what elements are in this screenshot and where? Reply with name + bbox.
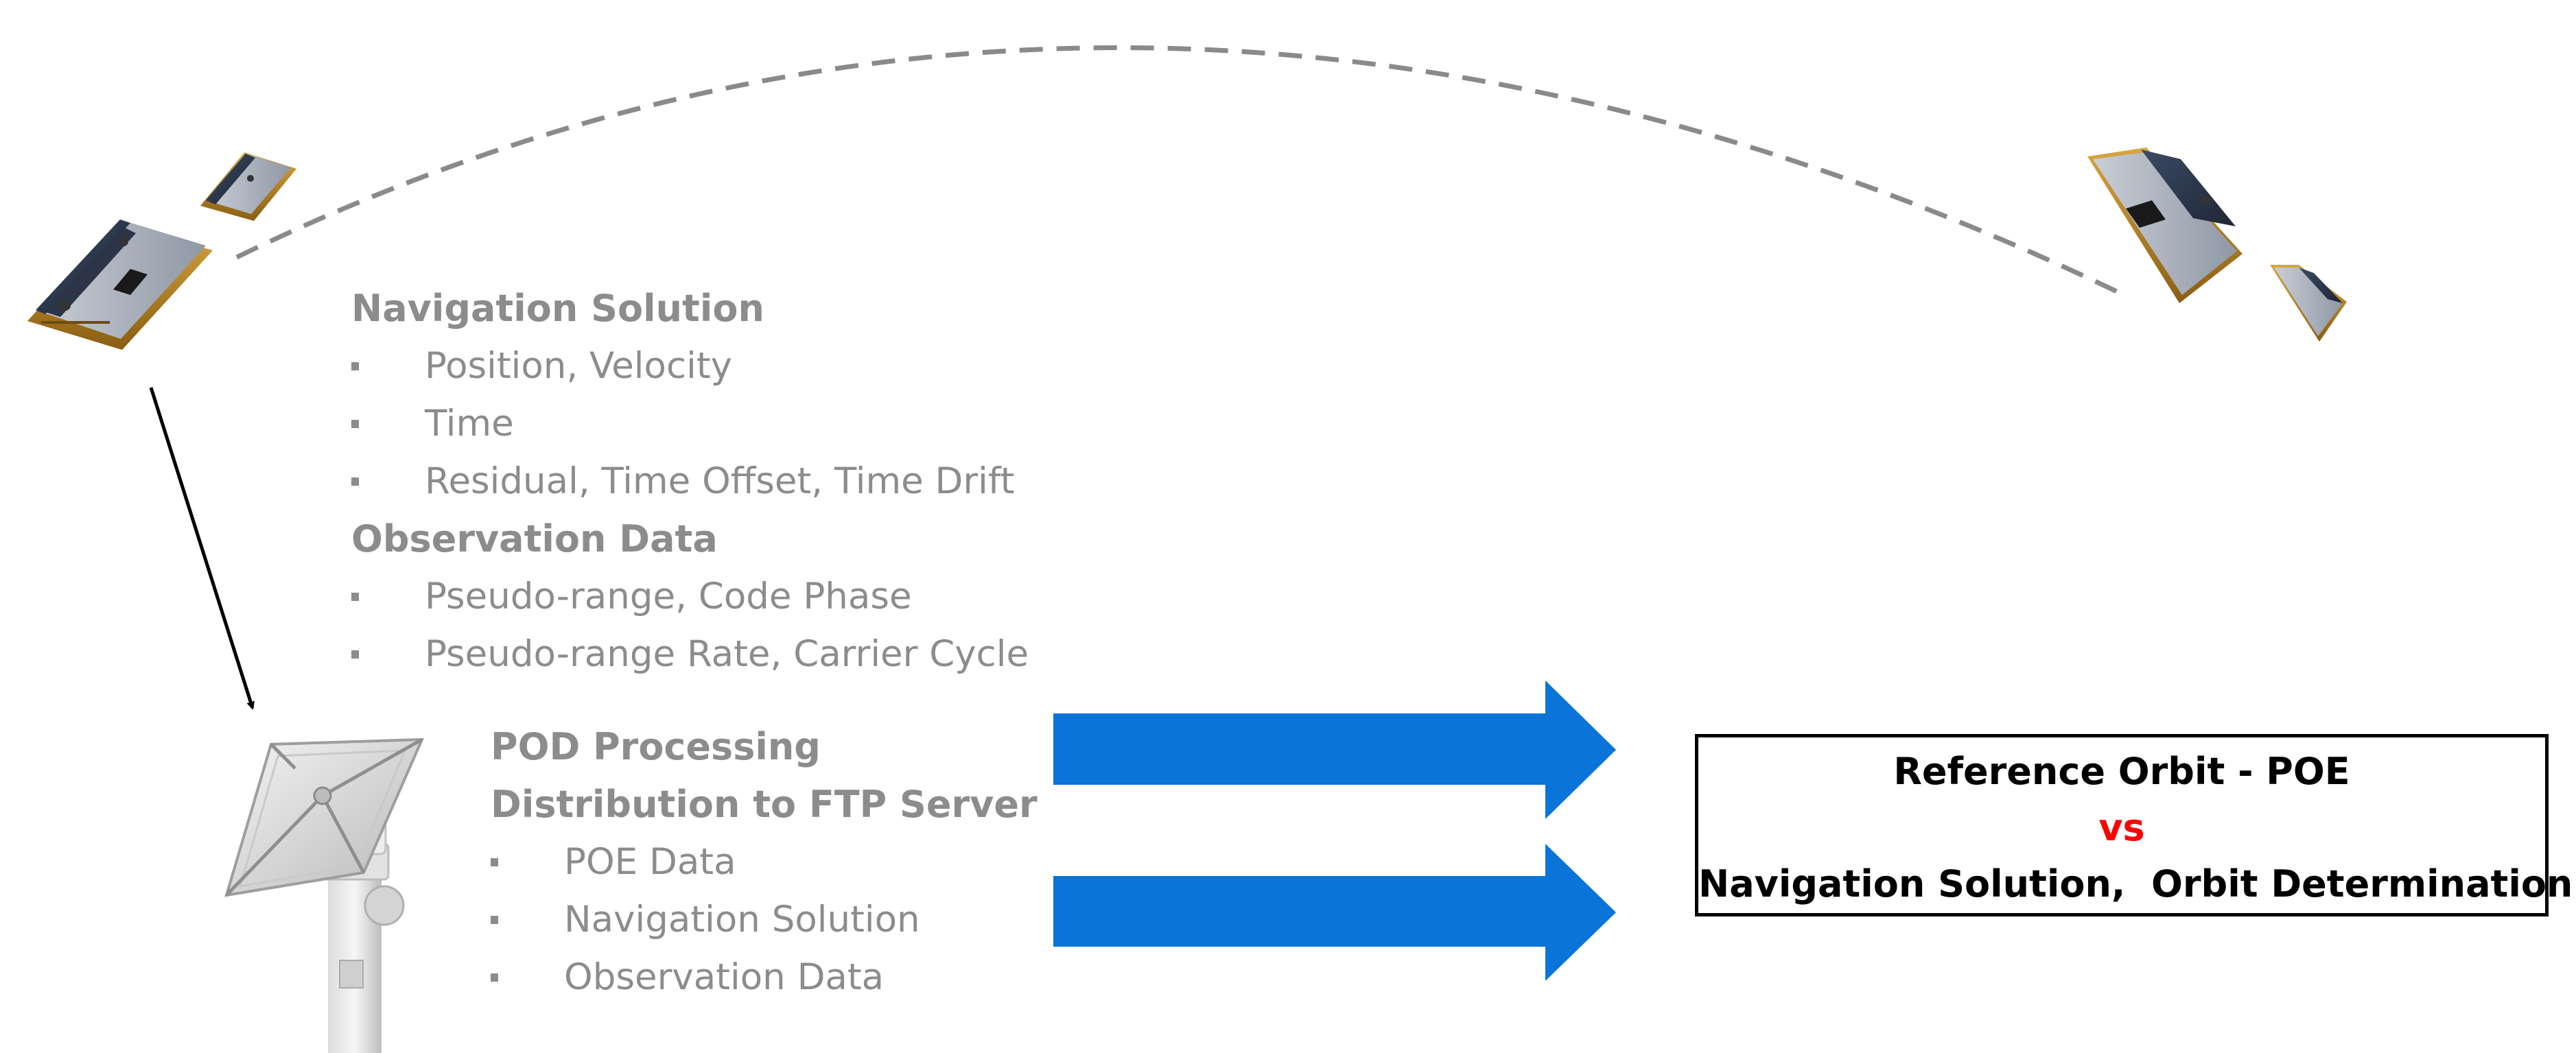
bullet-icon <box>491 973 498 982</box>
flow-arrow-bottom <box>1053 844 1616 981</box>
flow-arrow-top <box>1053 681 1616 819</box>
comparison-result-box: Reference Orbit - POE vs Navigation Solu… <box>1695 734 2573 916</box>
list-item: Time <box>351 395 764 453</box>
list-item: Position, Velocity <box>351 338 764 395</box>
ftp-distribution-heading: Distribution to FTP Server <box>491 783 1038 826</box>
bullet-icon <box>351 650 359 659</box>
navigation-observation-block: Navigation Solution Position, Velocity T… <box>351 280 1029 683</box>
bullet-icon <box>351 477 359 486</box>
satellite-right-small-icon <box>2270 265 2347 342</box>
list-item: Pseudo-range, Code Phase <box>351 568 912 626</box>
bullet-icon <box>491 858 498 866</box>
list-item: Navigation Solution <box>491 891 1038 949</box>
reference-orbit-label: Reference Orbit - POE <box>1893 750 2350 793</box>
versus-label: vs <box>2098 806 2145 849</box>
pod-processing-block: POD Processing Distribution to FTP Serve… <box>491 718 1038 1006</box>
ground-antenna-icon <box>224 737 425 1053</box>
bullet-icon <box>351 420 359 428</box>
bullet-icon <box>351 362 359 370</box>
downlink-arrow <box>149 387 255 710</box>
navigation-solution-heading: Navigation Solution <box>351 287 764 330</box>
list-item: Observation Data <box>491 949 1038 1006</box>
list-item: POE Data <box>491 833 1038 891</box>
bullet-icon <box>491 916 498 924</box>
list-item: Pseudo-range Rate, Carrier Cycle <box>351 626 1029 683</box>
comparison-target-label: Navigation Solution, Orbit Determination <box>1698 862 2573 906</box>
orbit-path <box>235 45 2118 294</box>
list-item: Residual, Time Offset, Time Drift <box>351 453 1014 510</box>
satellite-left-small-icon <box>200 152 296 221</box>
observation-data-heading: Observation Data <box>351 517 718 560</box>
satellite-left-large-icon <box>27 220 213 350</box>
bullet-icon <box>351 593 359 601</box>
pod-processing-heading: POD Processing <box>491 725 821 768</box>
satellite-right-large-icon <box>2087 147 2243 303</box>
